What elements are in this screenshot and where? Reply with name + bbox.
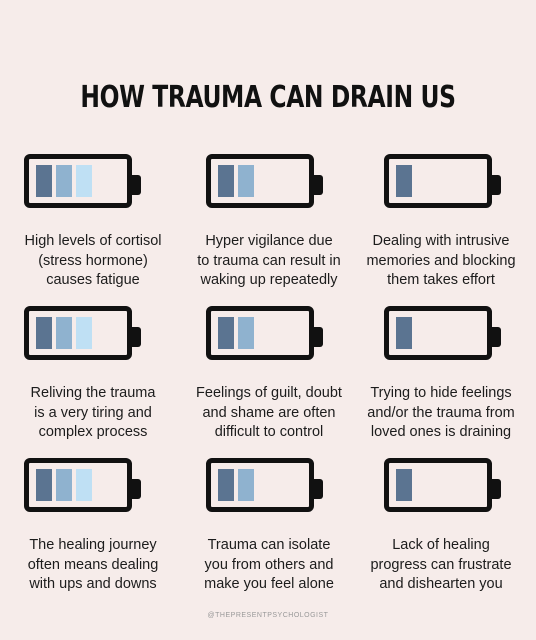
battery-icon bbox=[384, 458, 492, 512]
battery-cap bbox=[131, 327, 141, 347]
battery-icon bbox=[24, 154, 132, 208]
battery-cap bbox=[131, 479, 141, 499]
battery-icon bbox=[384, 306, 492, 360]
battery-bar bbox=[396, 469, 412, 501]
battery-icon bbox=[24, 458, 132, 512]
battery-bar bbox=[396, 317, 412, 349]
battery-bar bbox=[238, 469, 254, 501]
battery-bar bbox=[56, 165, 72, 197]
page-title: HOW TRAUMA CAN DRAIN US bbox=[80, 80, 456, 115]
battery-icon bbox=[206, 458, 314, 512]
battery-bar bbox=[218, 317, 234, 349]
battery-bar bbox=[36, 165, 52, 197]
battery-icon bbox=[384, 154, 492, 208]
battery-bar bbox=[36, 317, 52, 349]
battery-icon bbox=[24, 306, 132, 360]
battery-cap bbox=[313, 479, 323, 499]
battery-bar bbox=[36, 469, 52, 501]
battery-caption: High levels of cortisol(stress hormone)c… bbox=[24, 233, 162, 288]
battery-cap bbox=[491, 479, 501, 499]
watermark-handle: @THEPRESENTPSYCHOLOGIST bbox=[207, 612, 329, 619]
battery-bar bbox=[238, 317, 254, 349]
battery-bar bbox=[218, 469, 234, 501]
battery-icon bbox=[206, 306, 314, 360]
battery-bar bbox=[396, 165, 412, 197]
battery-bar bbox=[218, 165, 234, 197]
battery-icon bbox=[206, 154, 314, 208]
battery-cap bbox=[491, 175, 501, 195]
battery-cap bbox=[313, 327, 323, 347]
battery-cap bbox=[131, 175, 141, 195]
battery-bar bbox=[76, 317, 92, 349]
battery-bar bbox=[238, 165, 254, 197]
battery-bar bbox=[56, 469, 72, 501]
battery-cap bbox=[313, 175, 323, 195]
battery-cap bbox=[491, 327, 501, 347]
battery-bar bbox=[76, 165, 92, 197]
battery-bar bbox=[76, 469, 92, 501]
battery-bar bbox=[56, 317, 72, 349]
